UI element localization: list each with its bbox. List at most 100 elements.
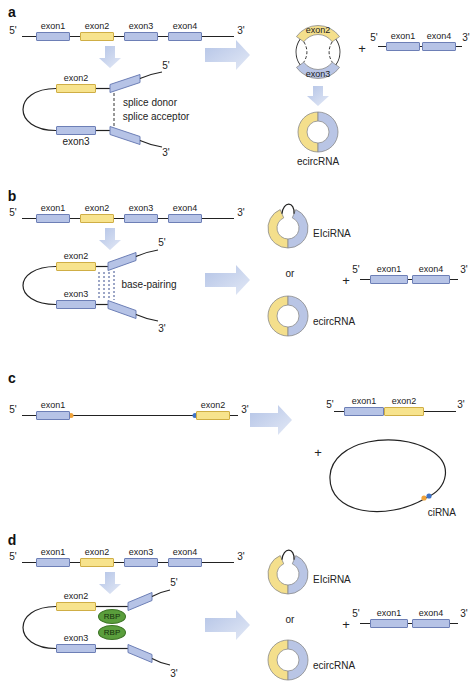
shape-group xyxy=(298,112,338,152)
cirna-lariat: ciRNA xyxy=(326,432,456,518)
splice-site-line xyxy=(114,93,115,126)
strand-end: 3' xyxy=(170,669,177,679)
rna-label: ciRNA xyxy=(428,508,456,518)
strand-end: 5' xyxy=(9,26,16,36)
exon-label: exon1 xyxy=(377,609,402,618)
exon-label: exon4 xyxy=(173,204,198,213)
exon-label: exon2 xyxy=(64,252,89,261)
exon-box: exon1 xyxy=(344,407,384,416)
exon-arc xyxy=(296,25,339,41)
exon-label: exon3 xyxy=(64,290,89,299)
ecircrna-ring: ecircRNA xyxy=(296,110,340,154)
rna-tail xyxy=(136,250,158,257)
exon-label: exon3 xyxy=(129,204,154,213)
rna-label: EIciRNA xyxy=(313,229,351,239)
exon-arc xyxy=(298,112,318,152)
intron-lariat xyxy=(330,440,446,512)
eicirna-ring: EIciRNA xyxy=(266,206,310,250)
shape-outline xyxy=(266,552,310,596)
annotation: base-pairing xyxy=(121,280,176,290)
retained-intron xyxy=(282,550,294,560)
base-pair-line xyxy=(114,271,115,300)
strand-end: 5' xyxy=(352,609,359,619)
strand-end: 5' xyxy=(9,208,16,218)
strand-end: 3' xyxy=(241,405,248,415)
strand-end: 3' xyxy=(237,26,244,36)
exon-box xyxy=(108,301,136,319)
base-pair-line xyxy=(99,272,100,299)
intron-loop xyxy=(23,267,56,305)
shape-group xyxy=(268,204,308,248)
exon-arc xyxy=(268,640,288,680)
exon-label: exon3 xyxy=(129,22,154,31)
strand-end: 3' xyxy=(158,324,165,334)
exon-label: exon3 xyxy=(62,137,89,147)
strand-end: 3' xyxy=(460,265,467,275)
strand-end: 3' xyxy=(237,552,244,562)
exon-label: exon2 xyxy=(64,74,89,83)
exon-box: exon4 xyxy=(168,214,202,223)
exon-box: exon1 xyxy=(386,42,420,51)
exon-label: exon1 xyxy=(41,204,66,213)
exon-box: exon2 xyxy=(56,262,96,271)
exon-box: exon3 xyxy=(124,558,158,567)
exon-box xyxy=(110,75,140,93)
base-pair-line xyxy=(104,272,105,299)
process-arrow xyxy=(205,265,250,295)
strand-end: 5' xyxy=(9,552,16,562)
annotation: or xyxy=(286,269,295,279)
exon-box: exon2 xyxy=(80,214,114,223)
retained-intron xyxy=(282,204,294,214)
exon-label: exon4 xyxy=(173,22,198,31)
exon-label: exon2 xyxy=(201,401,226,410)
exon-arc xyxy=(268,556,288,594)
shape-outline xyxy=(266,638,310,682)
rna-tail xyxy=(152,659,170,666)
rna-tail xyxy=(136,315,158,322)
annotation: or xyxy=(286,615,295,625)
exon-box: exon4 xyxy=(412,275,450,284)
process-arrow xyxy=(99,46,121,68)
protein-label: RBP xyxy=(104,629,120,637)
shape-group xyxy=(330,440,446,512)
exon-box: exon2 xyxy=(56,84,96,93)
rbp-protein: RBP xyxy=(98,609,126,624)
exon-box xyxy=(128,593,152,611)
exon-box: exon1 xyxy=(370,275,408,284)
exon-arc xyxy=(318,112,338,152)
exon-box: exon1 xyxy=(36,32,70,41)
exon-box: exon1 xyxy=(36,558,70,567)
intron-strand xyxy=(96,266,108,267)
exon-box: exon4 xyxy=(168,32,202,41)
exon-label: exon4 xyxy=(419,265,444,274)
intron-strand xyxy=(96,304,108,305)
intron-strand xyxy=(96,606,128,607)
panel-letter: d xyxy=(8,533,17,547)
exon-label: exon3 xyxy=(64,634,89,643)
exon-box: exon3 xyxy=(56,644,96,653)
exon-box: exon4 xyxy=(412,619,450,628)
exon-label: exon4 xyxy=(427,32,452,41)
exon-label: exon1 xyxy=(377,265,402,274)
annotation: splice acceptor xyxy=(123,112,190,122)
exon-box: exon3 xyxy=(124,214,158,223)
exon-box: exon3 xyxy=(56,126,96,135)
splice-site-mark xyxy=(421,495,426,500)
rna-tail xyxy=(140,72,162,79)
shape-outline xyxy=(266,294,310,338)
exon-box xyxy=(128,645,152,663)
exon-box: exon4 xyxy=(422,42,456,51)
exon-box: exon3 xyxy=(124,32,158,41)
exon-box: exon2 xyxy=(196,411,230,420)
strand-end: 5' xyxy=(352,265,359,275)
exon-box: exon3 xyxy=(56,300,96,309)
rna-tail xyxy=(152,590,170,597)
shape-group xyxy=(268,640,308,680)
exon-label: exon2 xyxy=(85,548,110,557)
strand-end: 5' xyxy=(158,238,165,248)
exon-box: exon4 xyxy=(168,558,202,567)
exon-label: exon2 xyxy=(64,592,89,601)
strand-end: 3' xyxy=(462,33,469,43)
exon-box: exon1 xyxy=(370,619,408,628)
